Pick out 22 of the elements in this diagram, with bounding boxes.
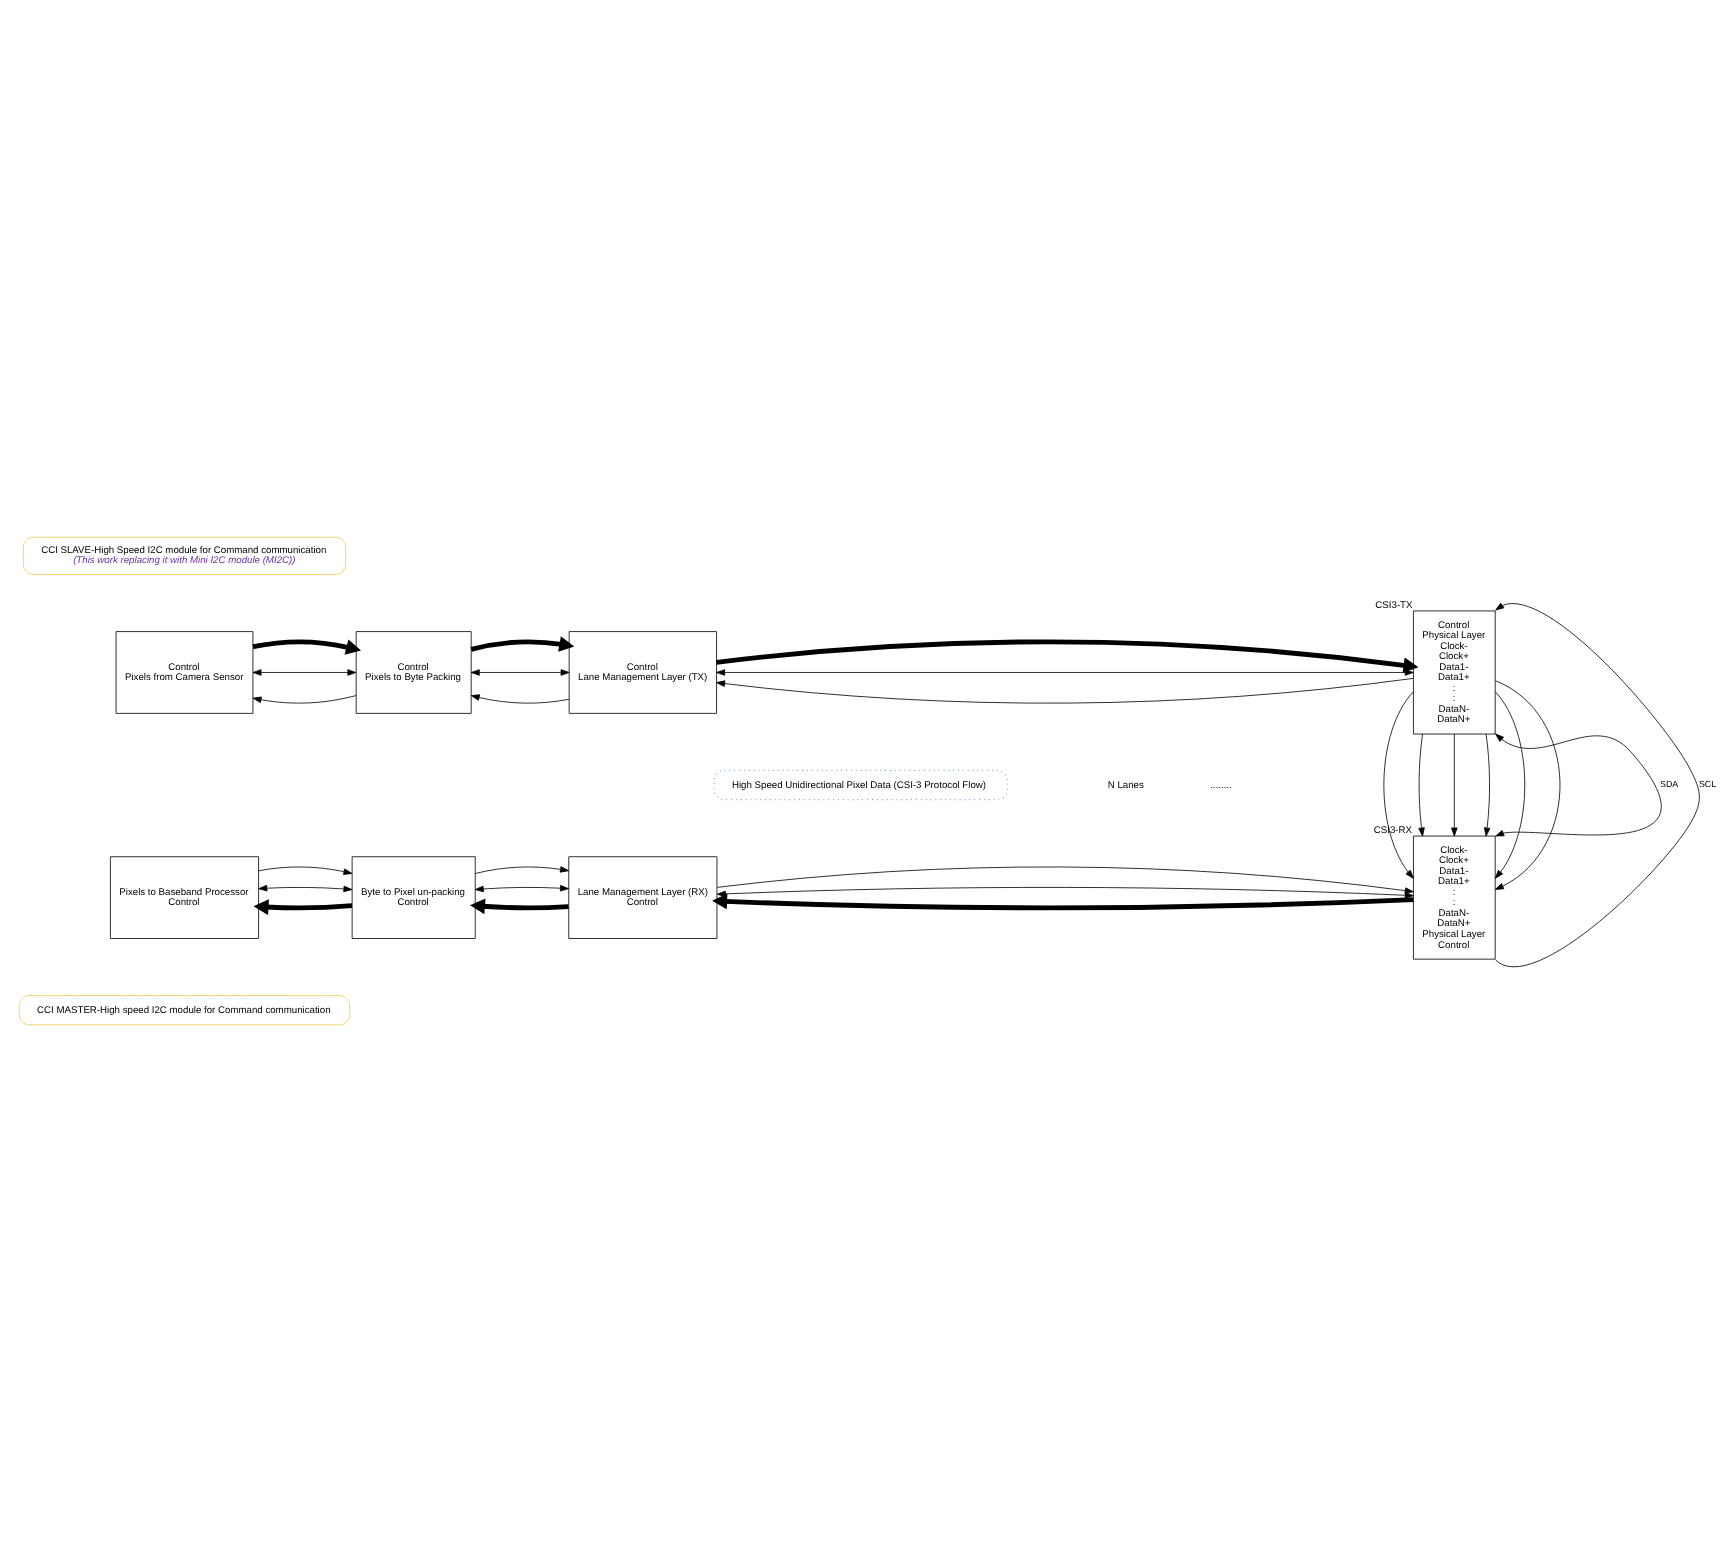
arrow — [252, 669, 357, 676]
arrow — [470, 694, 570, 704]
arrow — [258, 866, 353, 875]
arrow — [470, 898, 569, 915]
arrow — [716, 866, 1414, 894]
arrow — [1494, 680, 1561, 890]
arrow — [716, 677, 1414, 704]
arrow — [474, 866, 569, 874]
arrow — [1383, 691, 1414, 879]
arrow — [253, 899, 353, 915]
arrow — [252, 695, 357, 704]
arrow — [1495, 602, 1700, 967]
arrow — [1483, 733, 1491, 837]
arrow — [470, 669, 570, 676]
arrow — [470, 636, 575, 652]
arrow — [258, 884, 353, 893]
arrow — [474, 884, 569, 893]
arrow — [1494, 691, 1526, 879]
arrow — [252, 639, 361, 655]
arrow — [1495, 733, 1661, 837]
arrow — [1451, 733, 1458, 837]
arrow — [1418, 733, 1425, 837]
